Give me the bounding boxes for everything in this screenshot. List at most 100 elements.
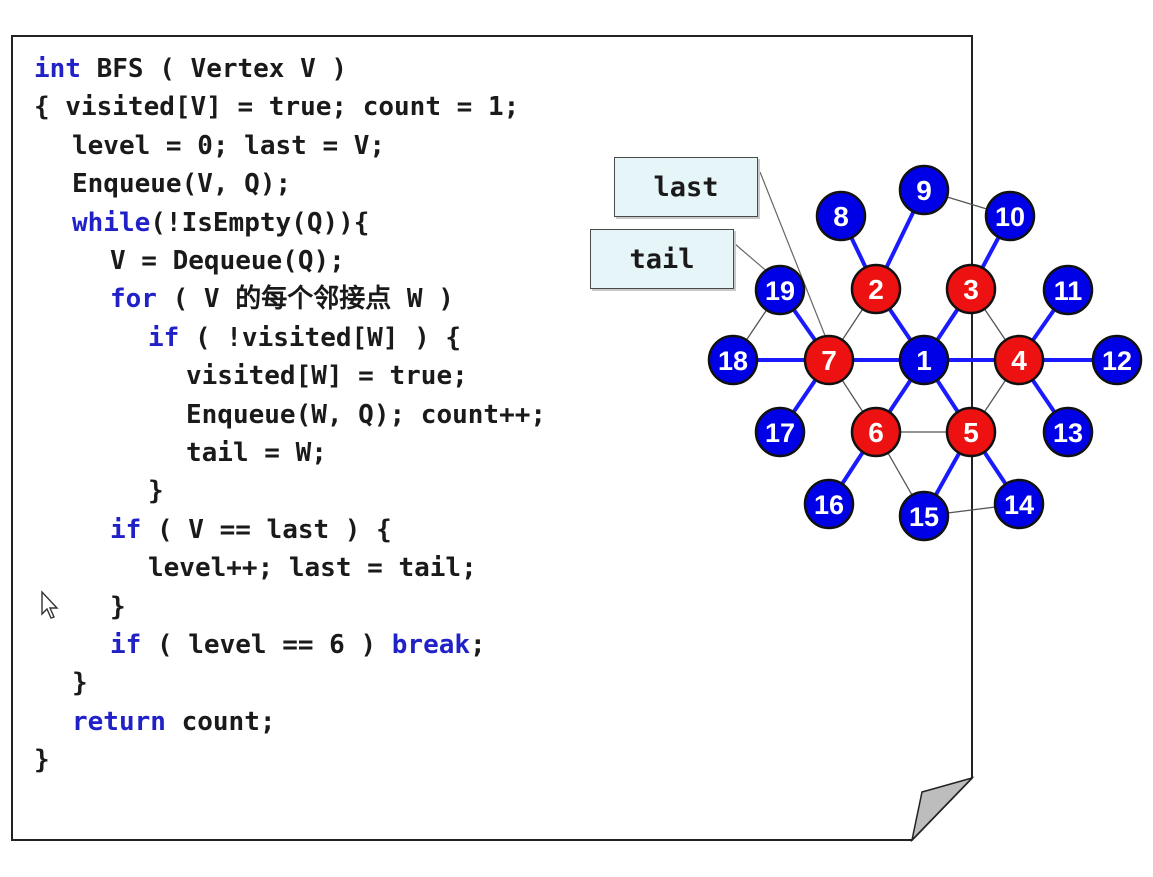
node-circle	[984, 190, 1036, 242]
code-line: visited[W] = true;	[186, 361, 468, 391]
code-text: count;	[165, 706, 276, 737]
code-line: Enqueue(W, Q); count++;	[186, 400, 546, 430]
graph-node-12: 12	[1091, 334, 1143, 386]
code-text: }	[72, 668, 88, 699]
code-text: }	[34, 745, 50, 776]
node-label: 8	[833, 201, 849, 232]
code-text: (!IsEmpty(Q)){	[150, 207, 370, 238]
node-label: 14	[1004, 490, 1034, 520]
node-circle	[707, 334, 759, 386]
code-keyword: return	[72, 706, 166, 737]
code-keyword: int	[34, 54, 81, 84]
code-line: }	[148, 476, 164, 506]
node-circle	[993, 478, 1045, 530]
code-keyword: if	[110, 630, 142, 660]
node-label: 2	[868, 274, 884, 305]
code-keyword: break	[391, 630, 471, 660]
code-text: level++; last = tail;	[148, 553, 477, 584]
graph-node-16: 16	[803, 478, 855, 530]
code-line: { visited[V] = true; count = 1;	[34, 92, 519, 122]
node-circle	[754, 406, 806, 458]
graph-node-19: 19	[754, 264, 806, 316]
node-circle	[1042, 264, 1094, 316]
node-label: 1	[916, 345, 932, 376]
code-line: return count;	[72, 707, 276, 737]
graph-node-1: 1	[898, 334, 950, 386]
code-text: ( !visited[W] ) {	[179, 322, 462, 353]
node-label: 13	[1053, 418, 1083, 448]
code-keyword: while	[72, 207, 151, 238]
node-circle	[1042, 406, 1094, 458]
code-line: level = 0; last = V;	[72, 131, 385, 161]
node-circle	[1091, 334, 1143, 386]
code-text: { visited[V] = true; count = 1;	[34, 92, 520, 123]
node-circle	[993, 334, 1045, 386]
code-text: BFS ( Vertex V )	[80, 54, 348, 84]
graph-node-3: 3	[945, 263, 997, 315]
code-text: tail = W;	[186, 438, 327, 468]
code-line: for ( V 的每个邻接点 W )	[110, 284, 454, 314]
node-circle	[754, 264, 806, 316]
node-label: 19	[765, 276, 795, 306]
graph-node-2: 2	[850, 263, 902, 315]
graph-node-4: 4	[993, 334, 1045, 386]
graph-node-18: 18	[707, 334, 759, 386]
last-pointer-label: last	[614, 157, 758, 217]
mouse-cursor-icon	[41, 590, 59, 619]
node-circle	[803, 478, 855, 530]
node-circle	[898, 490, 950, 542]
code-line: if ( level == 6 ) break;	[110, 630, 486, 660]
node-label: 12	[1102, 346, 1132, 376]
code-line: level++; last = tail;	[148, 553, 477, 583]
code-text: visited[W] = true;	[186, 361, 468, 392]
code-line: }	[72, 668, 88, 698]
tail-pointer-leader	[734, 243, 771, 275]
node-circle	[850, 406, 902, 458]
code-text: V = Dequeue(Q);	[110, 246, 345, 276]
node-circle	[803, 334, 855, 386]
graph-node-7: 7	[803, 334, 855, 386]
code-text: }	[110, 591, 126, 622]
graph-node-13: 13	[1042, 406, 1094, 458]
page-curl	[910, 776, 975, 843]
code-line: if ( !visited[W] ) {	[148, 323, 461, 353]
graph-node-5: 5	[945, 406, 997, 458]
node-circle	[898, 334, 950, 386]
node-label: 15	[909, 502, 939, 532]
node-label: 18	[718, 346, 748, 376]
code-line: while(!IsEmpty(Q)){	[72, 208, 369, 238]
node-label: 16	[814, 490, 844, 520]
node-label: 6	[868, 417, 884, 448]
graph-node-8: 8	[815, 190, 867, 242]
code-line: V = Dequeue(Q);	[110, 246, 345, 276]
graph-node-15: 15	[898, 490, 950, 542]
code-text: ( V == last ) {	[141, 514, 392, 545]
node-label: 11	[1054, 276, 1083, 306]
node-circle	[815, 190, 867, 242]
code-text: ( level == 6 )	[141, 630, 392, 660]
node-circle	[945, 263, 997, 315]
node-label: 10	[995, 202, 1025, 232]
node-label: 7	[821, 345, 837, 376]
code-text: }	[148, 476, 164, 507]
last-pointer-leader	[759, 171, 827, 339]
code-text: level = 0; last = V;	[72, 130, 386, 161]
code-text: Enqueue(V, Q);	[72, 169, 292, 200]
graph-node-6: 6	[850, 406, 902, 458]
graph-node-11: 11	[1042, 264, 1094, 316]
code-line: tail = W;	[186, 438, 327, 468]
code-line: }	[110, 592, 126, 622]
graph-node-9: 9	[898, 164, 950, 216]
graph-node-10: 10	[984, 190, 1036, 242]
node-label: 17	[765, 418, 795, 448]
node-circle	[898, 164, 950, 216]
graph-node-14: 14	[993, 478, 1045, 530]
code-keyword: if	[110, 514, 142, 545]
graph-node-17: 17	[754, 406, 806, 458]
code-line: if ( V == last ) {	[110, 515, 392, 545]
node-label: 4	[1011, 345, 1027, 376]
code-keyword: for	[110, 284, 157, 315]
node-label: 3	[963, 274, 979, 305]
